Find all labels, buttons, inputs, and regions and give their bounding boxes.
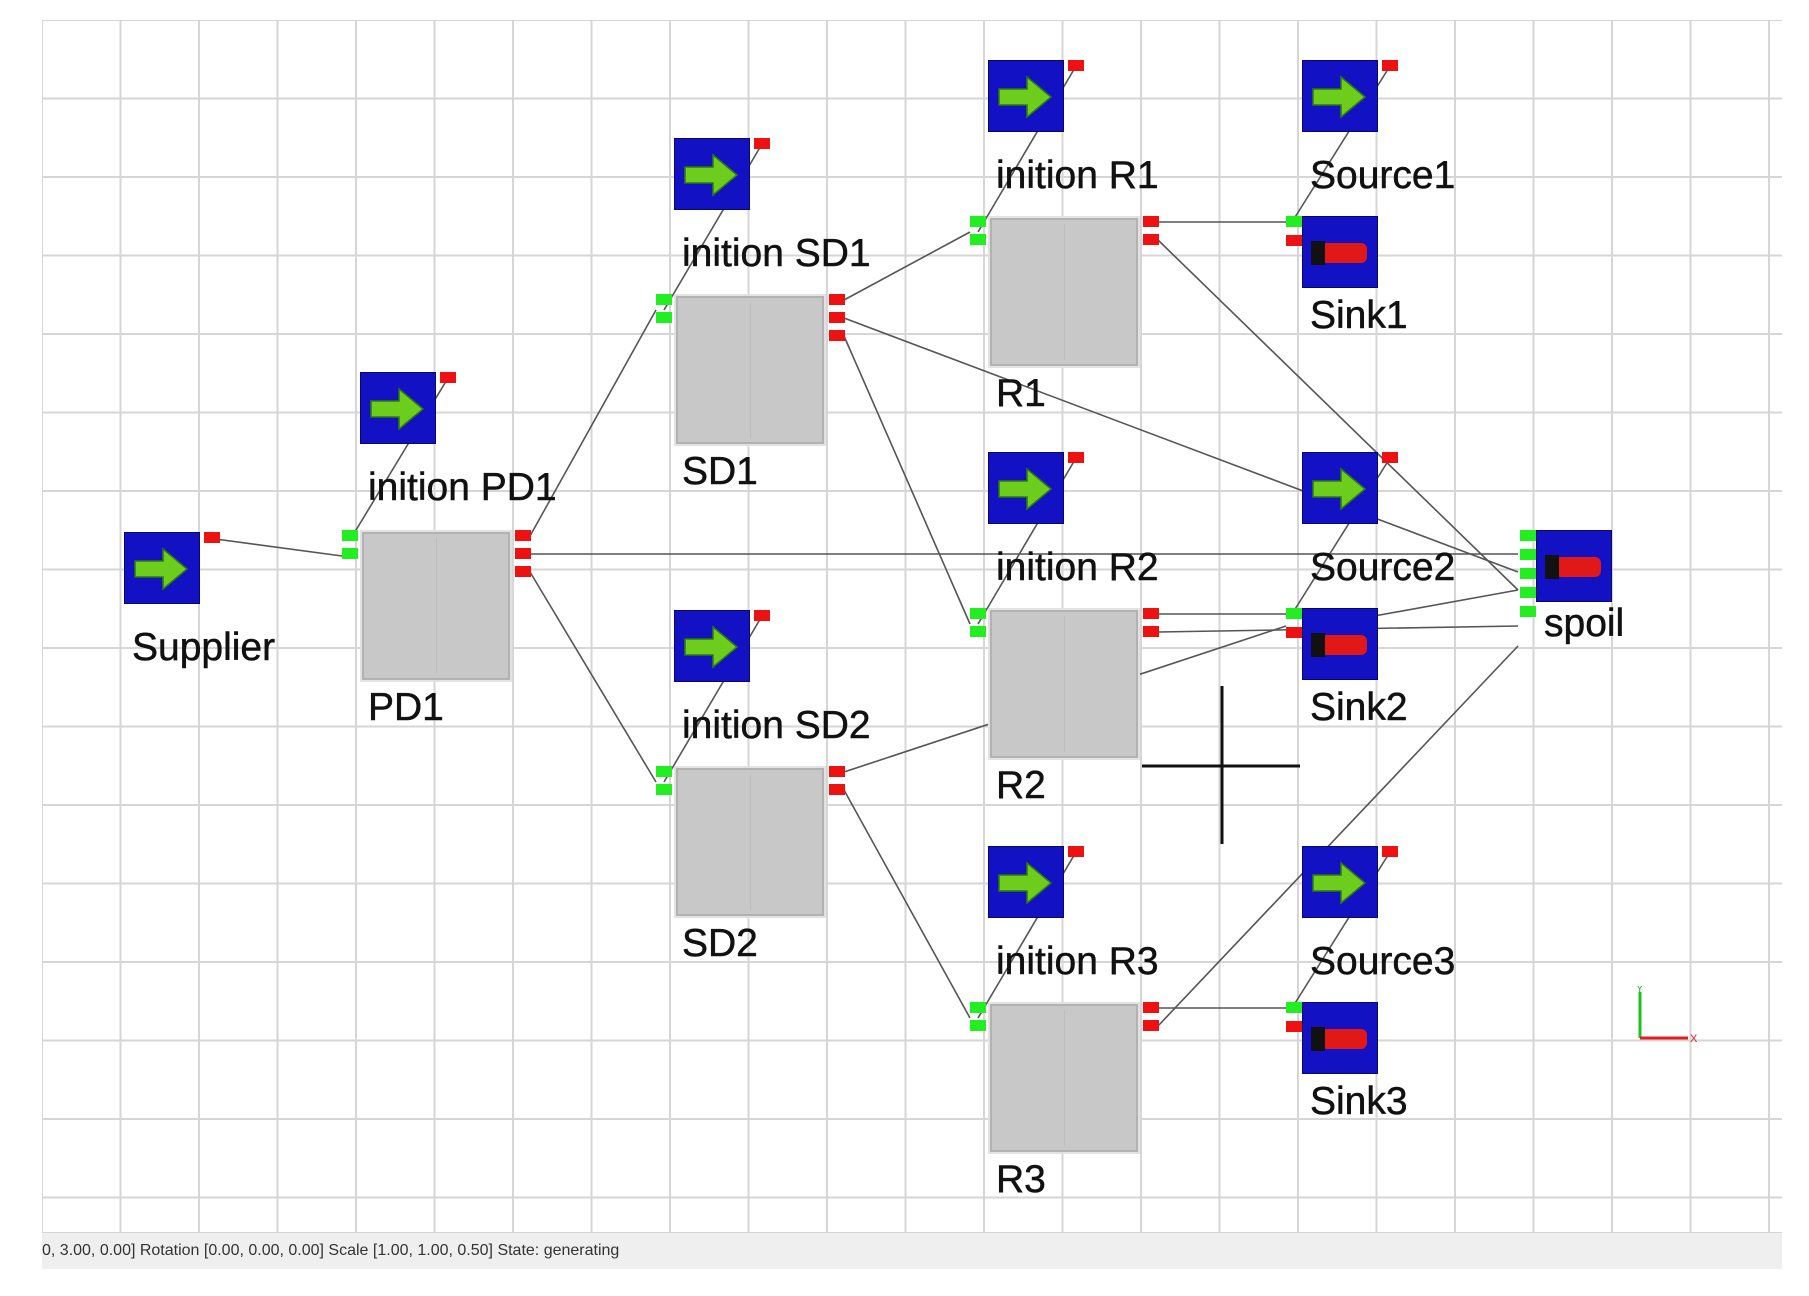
port-out[interactable]	[1143, 1002, 1159, 1013]
port-in[interactable]	[656, 766, 672, 777]
port-in[interactable]	[1520, 530, 1536, 541]
green-arrow-icon	[124, 532, 200, 604]
green-arrow-icon	[674, 138, 750, 210]
node-label: Source2	[1310, 546, 1456, 589]
port-out[interactable]	[1382, 60, 1398, 71]
port-out[interactable]	[754, 610, 770, 621]
process-block	[360, 530, 512, 682]
port-out[interactable]	[1382, 452, 1398, 463]
port-out[interactable]	[829, 330, 845, 341]
port-out[interactable]	[1068, 452, 1084, 463]
process-block	[988, 608, 1140, 760]
node-label: Sink2	[1310, 686, 1408, 729]
node-label: R2	[996, 764, 1046, 807]
process-block	[674, 294, 826, 446]
node-label: spoil	[1544, 602, 1625, 645]
green-arrow-icon	[1302, 452, 1378, 524]
node-label: inition R1	[996, 154, 1159, 197]
port-out[interactable]	[515, 566, 531, 577]
process-block	[674, 766, 826, 918]
node-label: R1	[996, 372, 1046, 415]
green-arrow-icon	[1302, 60, 1378, 132]
node-label: R3	[996, 1158, 1046, 1201]
node-label: Source3	[1310, 940, 1456, 983]
port-out[interactable]	[829, 766, 845, 777]
port-out[interactable]	[440, 372, 456, 383]
green-arrow-icon	[988, 452, 1064, 524]
port-in[interactable]	[1520, 549, 1536, 560]
port-in[interactable]	[1286, 1002, 1302, 1013]
port-out[interactable]	[1143, 216, 1159, 227]
green-arrow-icon	[988, 846, 1064, 918]
process-block	[988, 216, 1140, 368]
port-in[interactable]	[342, 548, 358, 559]
green-arrow-icon	[674, 610, 750, 682]
port-in[interactable]	[970, 216, 986, 227]
port-in[interactable]	[970, 234, 986, 245]
axis-gizmo: Y X	[1632, 983, 1702, 1061]
red-car-icon	[1302, 216, 1378, 288]
port-out[interactable]	[829, 294, 845, 305]
port-in[interactable]	[1520, 568, 1536, 579]
port-out[interactable]	[515, 530, 531, 541]
port-out[interactable]	[515, 548, 531, 559]
node-label: inition PD1	[368, 466, 557, 509]
port-in-secondary[interactable]	[1286, 235, 1302, 246]
red-car-icon	[1302, 1002, 1378, 1074]
port-out[interactable]	[1143, 1020, 1159, 1031]
green-arrow-icon	[1302, 846, 1378, 918]
port-out[interactable]	[204, 532, 220, 543]
status-bar: 0, 3.00, 0.00] Rotation [0.00, 0.00, 0.0…	[42, 1232, 1782, 1269]
port-in[interactable]	[656, 294, 672, 305]
port-out[interactable]	[829, 312, 845, 323]
port-in[interactable]	[656, 312, 672, 323]
port-in-secondary[interactable]	[1286, 1021, 1302, 1032]
green-arrow-icon	[360, 372, 436, 444]
port-in[interactable]	[970, 608, 986, 619]
port-out[interactable]	[1068, 60, 1084, 71]
port-out[interactable]	[1143, 626, 1159, 637]
green-arrow-icon	[988, 60, 1064, 132]
red-car-icon	[1536, 530, 1612, 602]
node-label: inition SD2	[682, 704, 871, 747]
port-out[interactable]	[754, 138, 770, 149]
crosshair-cursor-icon	[1142, 686, 1300, 844]
status-text: 0, 3.00, 0.00] Rotation [0.00, 0.00, 0.0…	[42, 1242, 620, 1259]
port-out[interactable]	[1068, 846, 1084, 857]
port-in[interactable]	[1520, 606, 1536, 617]
port-in-secondary[interactable]	[1286, 627, 1302, 638]
node-label: SD1	[682, 450, 758, 493]
port-out[interactable]	[1382, 846, 1398, 857]
port-in[interactable]	[970, 626, 986, 637]
grid-and-connectors	[42, 20, 1782, 1232]
node-label: inition SD1	[682, 232, 871, 275]
port-in[interactable]	[970, 1020, 986, 1031]
model-canvas[interactable]: Supplier inition PD1 inition SD1 inition…	[42, 20, 1782, 1232]
port-in[interactable]	[1520, 587, 1536, 598]
node-label: inition R2	[996, 546, 1159, 589]
node-label: Supplier	[132, 626, 276, 669]
process-block	[988, 1002, 1140, 1154]
port-out[interactable]	[1143, 234, 1159, 245]
y-axis-label: Y	[1636, 986, 1644, 995]
node-label: PD1	[368, 686, 444, 729]
x-axis-label: X	[1690, 1033, 1698, 1045]
red-car-icon	[1302, 608, 1378, 680]
node-label: Source1	[1310, 154, 1456, 197]
port-in[interactable]	[970, 1002, 986, 1013]
port-in[interactable]	[1286, 608, 1302, 619]
port-in[interactable]	[342, 530, 358, 541]
port-out[interactable]	[1143, 608, 1159, 619]
port-in[interactable]	[1286, 216, 1302, 227]
port-in[interactable]	[656, 784, 672, 795]
node-label: SD2	[682, 922, 758, 965]
node-label: Sink3	[1310, 1080, 1408, 1123]
port-out[interactable]	[829, 784, 845, 795]
node-label: inition R3	[996, 940, 1159, 983]
node-label: Sink1	[1310, 294, 1408, 337]
